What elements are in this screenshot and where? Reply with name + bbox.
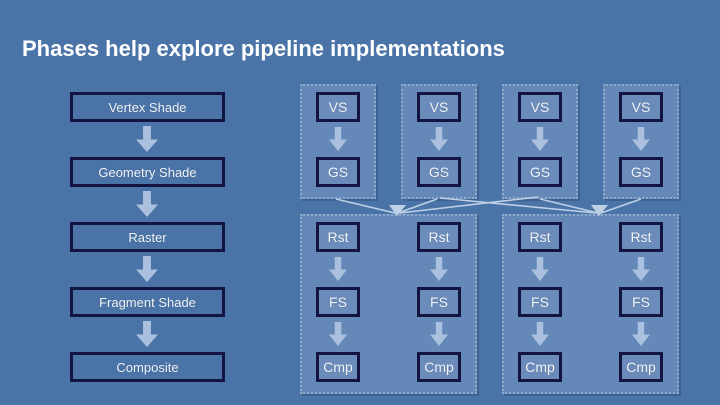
stage-name-fragment-shade: Fragment Shade bbox=[70, 287, 225, 317]
stage-box-fs-col2: FS bbox=[417, 287, 461, 317]
stage-box-vs-col2: VS bbox=[417, 92, 461, 122]
stage-box-rst-col3: Rst bbox=[518, 222, 562, 252]
stage-box-gs-col2: GS bbox=[417, 157, 461, 187]
stage-name-geometry-shade: Geometry Shade bbox=[70, 157, 225, 187]
stage-box-gs-col3: GS bbox=[518, 157, 562, 187]
stage-box-cmp-col3: Cmp bbox=[518, 352, 562, 382]
stage-box-fs-col1: FS bbox=[316, 287, 360, 317]
stage-box-gs-col4: GS bbox=[619, 157, 663, 187]
stage-box-cmp-col1: Cmp bbox=[316, 352, 360, 382]
stage-box-vs-col3: VS bbox=[518, 92, 562, 122]
stage-box-vs-col4: VS bbox=[619, 92, 663, 122]
stage-box-rst-col4: Rst bbox=[619, 222, 663, 252]
stage-box-fs-col3: FS bbox=[518, 287, 562, 317]
stage-box-vs-col1: VS bbox=[316, 92, 360, 122]
stage-name-vertex-shade: Vertex Shade bbox=[70, 92, 225, 122]
stage-box-gs-col1: GS bbox=[316, 157, 360, 187]
stage-box-rst-col1: Rst bbox=[316, 222, 360, 252]
page-title: Phases help explore pipeline implementat… bbox=[22, 36, 505, 61]
stage-box-cmp-col4: Cmp bbox=[619, 352, 663, 382]
stage-name-composite: Composite bbox=[70, 352, 225, 382]
stage-box-rst-col2: Rst bbox=[417, 222, 461, 252]
stage-name-raster: Raster bbox=[70, 222, 225, 252]
stage-box-cmp-col2: Cmp bbox=[417, 352, 461, 382]
stage-box-fs-col4: FS bbox=[619, 287, 663, 317]
